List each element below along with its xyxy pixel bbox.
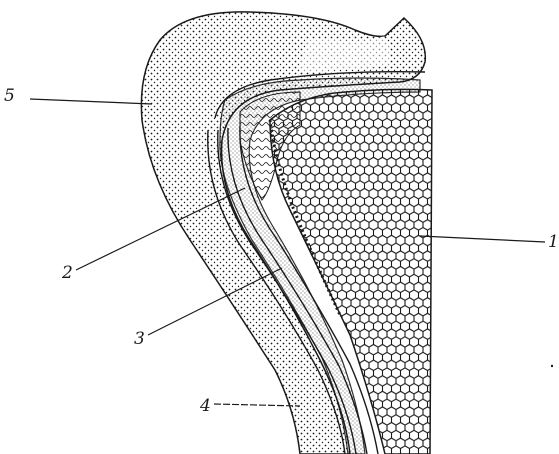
label-2: 2 [62, 265, 73, 282]
label-1: 1 [548, 234, 559, 251]
leader-line-4 [214, 404, 300, 406]
label-3: 3 [134, 331, 145, 348]
label-4: 4 [200, 398, 211, 415]
cap-band [300, 36, 391, 72]
leader-line-5 [30, 99, 152, 104]
speck [551, 365, 553, 367]
label-5: 5 [4, 88, 15, 105]
leader-line-1 [420, 236, 545, 242]
